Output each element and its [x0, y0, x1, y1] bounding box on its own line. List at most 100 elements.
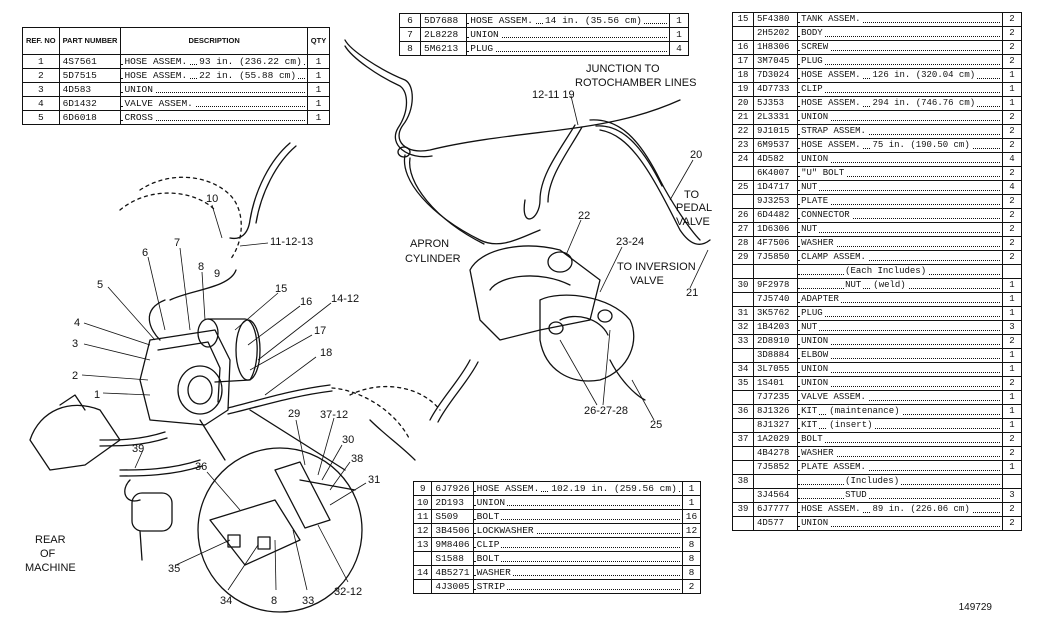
part-number-cell: [752, 264, 799, 279]
leader-line: [83, 322, 151, 346]
ref-cell: [732, 390, 754, 405]
description-note: 126 in. (320.04 cm): [870, 70, 978, 80]
ref-cell: 12: [412, 523, 433, 538]
leader-line: [570, 95, 579, 126]
description-text: CLIP: [801, 84, 825, 94]
detail-part: [299, 479, 356, 491]
part-number-cell: 1B4203: [752, 320, 799, 335]
callout-inversion-2: VALVE: [630, 275, 664, 287]
callout-number: 9: [214, 268, 220, 280]
quantity-cell: 1: [681, 495, 702, 510]
part-number-cell: 8J1327: [752, 418, 799, 433]
quantity-cell: 1: [681, 481, 702, 496]
callout-number: 38: [351, 453, 363, 465]
description-text: HOSE ASSEM.: [801, 504, 863, 514]
description-cell: NUT: [797, 320, 1003, 335]
ref-cell: 18: [732, 68, 754, 83]
ref-cell: 24: [732, 152, 754, 167]
description-cell: UNION: [797, 334, 1003, 349]
description-text: HOSE ASSEM.: [801, 98, 863, 108]
hose-line: [595, 125, 663, 187]
ref-cell: 38: [732, 474, 754, 489]
callout-number: 1: [94, 389, 100, 401]
quantity-cell: 1: [1002, 404, 1022, 419]
fitting: [548, 321, 564, 335]
callout-rear-3: MACHINE: [25, 562, 76, 574]
valve-body: [177, 365, 223, 415]
description-cell: BODY: [797, 26, 1003, 41]
callout-number: 22: [578, 210, 590, 222]
ref-cell: 8: [399, 41, 421, 56]
apron-cylinder: [469, 245, 601, 341]
bracket: [539, 294, 635, 382]
quantity-cell: 1: [1002, 292, 1022, 307]
description-text: UNION: [801, 378, 831, 388]
description-text: PLUG: [801, 56, 825, 66]
ref-cell: 15: [732, 12, 754, 27]
ref-cell: 29: [732, 250, 754, 265]
part-number-cell: 6D6018: [58, 110, 122, 125]
callout-number: 8: [198, 261, 204, 273]
hose-line: [429, 359, 471, 421]
quantity-cell: 2: [1002, 432, 1022, 447]
description-note: 294 in. (746.76 cm): [870, 98, 978, 108]
leader-line: [317, 524, 349, 583]
part-number-cell: 4D7733: [752, 82, 799, 97]
description-note: 75 in. (190.50 cm): [870, 140, 972, 150]
quantity-cell: 4: [1002, 152, 1022, 167]
description-text: CLAMP ASSEM.: [801, 252, 868, 262]
strap: [547, 251, 573, 273]
leader-line: [559, 339, 598, 406]
leader-line: [206, 471, 241, 511]
ref-cell: 34: [732, 362, 754, 377]
quantity-cell: 16: [681, 509, 702, 524]
description-text: UNION: [470, 29, 501, 40]
description-cell: UNION: [466, 27, 670, 42]
description-text: HOSE ASSEM.: [470, 15, 535, 26]
description-text: UNION: [124, 84, 155, 95]
description-text: LOCKWASHER: [476, 525, 536, 536]
ref-cell: 31: [732, 306, 754, 321]
quantity-cell: 8: [681, 551, 702, 566]
apron-cylinder: [489, 275, 571, 291]
description-cell: CONNECTOR: [797, 208, 1003, 223]
quantity-cell: 1: [306, 68, 331, 83]
description-text: ADAPTER: [801, 294, 841, 304]
description-cell: (Each Includes): [797, 264, 1003, 279]
quantity-cell: 4: [669, 41, 689, 56]
callout-number: 7: [174, 237, 180, 249]
callout-number: 6: [142, 247, 148, 259]
description-cell: VALVE ASSEM.: [120, 96, 308, 111]
column-header-qty: QTY: [306, 27, 331, 55]
description-cell: HOSE ASSEM. 294 in. (746.76 cm): [797, 96, 1003, 111]
ref-cell: 11: [412, 509, 433, 524]
description-text: HOSE ASSEM.: [801, 140, 863, 150]
part-number-cell: 5D7515: [58, 68, 122, 83]
description-cell: PLATE ASSEM.: [797, 460, 1003, 475]
hose-line: [119, 459, 201, 471]
part-number-cell: 1D6306: [752, 222, 799, 237]
description-note: 93 in. (236.22 cm): [197, 56, 304, 67]
quantity-cell: 1: [1002, 460, 1022, 475]
quantity-cell: 4: [1002, 180, 1022, 195]
ref-cell: 32: [732, 320, 754, 335]
callout-rear-2: OF: [40, 548, 56, 560]
description-cell: CLAMP ASSEM.: [797, 250, 1003, 265]
leader-line: [321, 444, 343, 481]
description-text: UNION: [801, 154, 831, 164]
part-number-cell: 9J3253: [752, 194, 799, 209]
ref-cell: 4: [22, 96, 60, 111]
quantity-cell: 2: [1002, 222, 1022, 237]
hose-line: [437, 361, 479, 423]
